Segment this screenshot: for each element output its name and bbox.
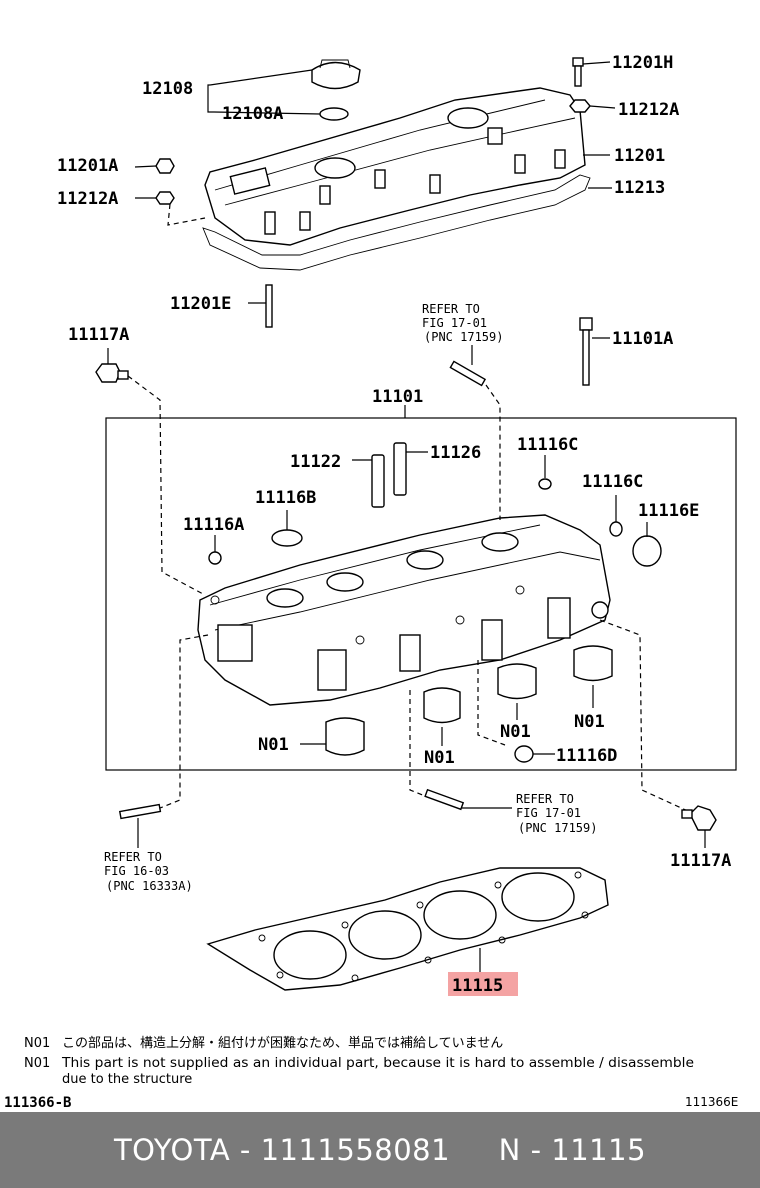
ref3-line3: (PNC 16333A): [106, 879, 193, 893]
label-11122: 11122: [290, 452, 341, 472]
footer-part-number-text: TOYOTA - 1111558081 N - 11115: [113, 1133, 647, 1167]
label-11116d: 11116D: [556, 746, 617, 766]
valve-guide-11122: [371, 454, 385, 508]
cylinder-head: [197, 514, 611, 706]
insert-n01-c: [497, 663, 537, 700]
ref2-line2: FIG 17-01: [516, 806, 581, 820]
ref1-line1: REFER TO: [422, 302, 480, 316]
cylinder-head-diagram: 12108 12108A 11201H 11212A 11201A 11201 …: [4, 53, 738, 1110]
note-n01-en-text-2: due to the structure: [62, 1072, 192, 1087]
seal-washer-11212a-left: [155, 191, 175, 205]
drain-plug-11117a-top: [95, 363, 129, 383]
ref3-line1: REFER TO: [104, 850, 162, 864]
insert-n01-d: [573, 645, 613, 682]
ref1-line3: (PNC 17159): [424, 330, 503, 344]
label-11116b: 11116B: [255, 488, 316, 508]
label-11116a: 11116A: [183, 515, 244, 535]
plug-11116c-b: [609, 521, 623, 537]
note-n01-jp-text: この部品は、構造上分解・組付けが困難なため、単品では補給していません: [62, 1035, 503, 1051]
label-12108a: 12108A: [222, 104, 283, 124]
insert-n01-b: [423, 687, 461, 724]
plug-11116d: [514, 745, 534, 763]
nut-11201a: [155, 158, 175, 174]
label-n01-a: N01: [258, 735, 289, 755]
label-11116c-b: 11116C: [582, 472, 643, 492]
ref2-line1: REFER TO: [516, 792, 574, 806]
label-11115: 11115: [452, 976, 503, 996]
note-n01-jp-key: N01: [24, 1036, 50, 1051]
label-11116c-a: 11116C: [517, 435, 578, 455]
insert-n01-a: [325, 717, 365, 756]
label-12108: 12108: [142, 79, 193, 99]
label-11213: 11213: [614, 178, 665, 198]
drain-plug-11117a-bottom: [681, 805, 717, 831]
highlight-11115: [448, 972, 518, 996]
label-11117a-top: 11117A: [68, 325, 129, 345]
label-11201a: 11201A: [57, 156, 118, 176]
plug-11116e: [632, 535, 662, 567]
note-n01-en-key: N01: [24, 1056, 50, 1071]
stud-refer-16-03: [118, 803, 162, 820]
ref2-line3: (PNC 17159): [518, 821, 597, 835]
part-number-footer: TOYOTA - 1111558081 N - 11115: [0, 1112, 760, 1188]
label-11126: 11126: [430, 443, 481, 463]
label-11117a-bottom: 11117A: [670, 851, 731, 871]
label-n01-d: N01: [574, 712, 605, 732]
stud-11201e: [265, 284, 273, 328]
cylinder-head-cover: [204, 87, 586, 246]
ref1-line2: FIG 17-01: [422, 316, 487, 330]
illustration-code-left: 111366-B: [4, 1095, 71, 1110]
label-11101a: 11101A: [612, 329, 673, 349]
valve-guide-11126: [393, 442, 407, 496]
oil-filler-cap: [311, 59, 361, 90]
label-n01-c: N01: [500, 722, 531, 742]
label-11212a-right: 11212A: [618, 100, 679, 120]
bolt-11101a: [579, 317, 593, 386]
plug-11116c-a: [538, 478, 552, 490]
note-n01-en-text-1: This part is not supplied as an individu…: [61, 1056, 694, 1071]
cylinder-head-assembly-box: [105, 417, 737, 771]
label-11201h: 11201H: [612, 53, 673, 73]
label-11212a-left: 11212A: [57, 189, 118, 209]
label-11201: 11201: [614, 146, 665, 166]
plug-11116b: [271, 529, 303, 547]
stud-refer-17-01-bottom: [424, 788, 465, 811]
label-11201e: 11201E: [170, 294, 231, 314]
label-n01-b: N01: [424, 748, 455, 768]
cover-gasket-11213: [202, 174, 591, 271]
bolt-11201h: [572, 57, 584, 87]
ref3-line2: FIG 16-03: [104, 864, 169, 878]
stud-refer-17-01-top: [449, 360, 487, 387]
seal-washer-11212a-right: [569, 99, 591, 113]
plug-11116a: [208, 551, 222, 565]
cap-gasket-12108a: [319, 107, 349, 121]
head-gasket-11115: [206, 867, 609, 991]
label-11116e: 11116E: [638, 501, 699, 521]
label-11101: 11101: [372, 387, 423, 407]
illustration-code-right: 111366E: [685, 1095, 738, 1109]
